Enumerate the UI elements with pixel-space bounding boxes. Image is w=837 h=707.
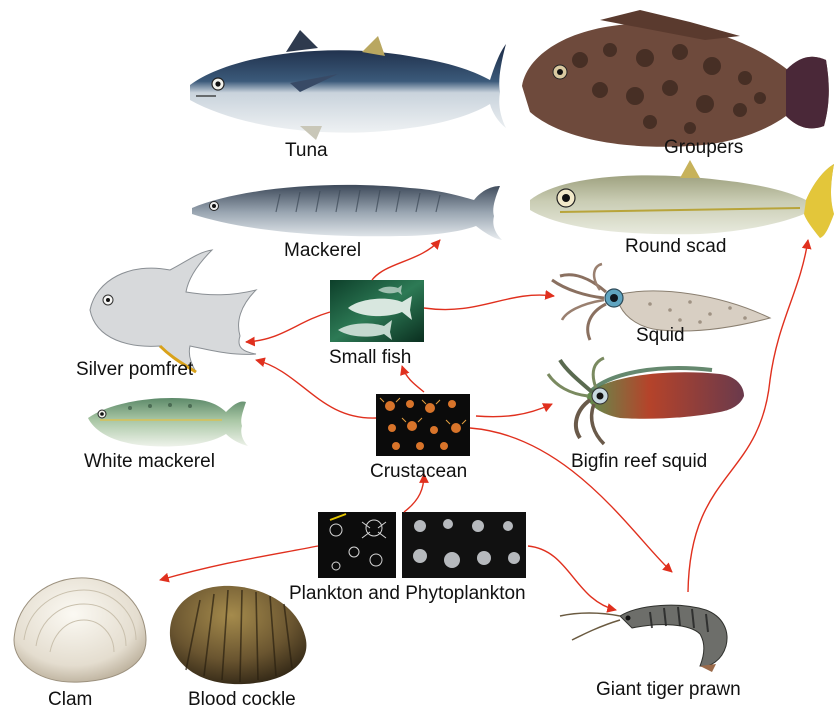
arrow-plankton-to-clam <box>160 546 318 580</box>
clam-image <box>14 578 146 682</box>
giant-tiger-prawn-image <box>560 605 727 672</box>
plankton-image <box>318 512 526 578</box>
arrow-plankton-to-prawn <box>528 546 616 610</box>
arrow-small-fish-to-squid <box>424 295 554 309</box>
label-white-mackerel: White mackerel <box>84 452 215 471</box>
label-tuna: Tuna <box>285 141 328 160</box>
label-groupers: Groupers <box>664 138 743 157</box>
label-blood-cockle: Blood cockle <box>188 690 296 707</box>
label-silver-pomfret: Silver pomfret <box>76 360 193 379</box>
groupers-image <box>522 10 829 147</box>
label-bigfin-reef-squid: Bigfin reef squid <box>571 452 707 471</box>
label-plankton: Plankton and Phytoplankton <box>289 584 526 603</box>
blood-cockle-image <box>170 586 307 684</box>
label-clam: Clam <box>48 690 92 707</box>
mackerel-image <box>192 185 502 240</box>
label-small-fish: Small fish <box>329 348 411 367</box>
silver-pomfret-image <box>90 250 256 372</box>
bigfin-reef-squid-image <box>548 358 744 444</box>
label-round-scad: Round scad <box>625 237 726 256</box>
white-mackerel-image <box>88 398 248 446</box>
crustacean-image <box>376 394 470 456</box>
small-fish-image <box>330 280 424 342</box>
round-scad-image <box>530 160 834 238</box>
tuna-image <box>190 30 506 140</box>
arrow-prawn-to-round-scad <box>688 240 808 592</box>
label-squid: Squid <box>636 326 685 345</box>
label-giant-tiger-prawn: Giant tiger prawn <box>596 680 741 699</box>
arrow-small-fish-to-pomfret <box>246 312 330 342</box>
arrow-crustacean-to-small-fish <box>402 366 424 392</box>
arrow-small-fish-to-mackerel <box>372 240 440 280</box>
arrow-crustacean-to-reef-squid <box>476 404 552 417</box>
label-mackerel: Mackerel <box>284 241 361 260</box>
arrow-crustacean-to-pomfret <box>256 360 376 418</box>
label-crustacean: Crustacean <box>370 462 467 481</box>
